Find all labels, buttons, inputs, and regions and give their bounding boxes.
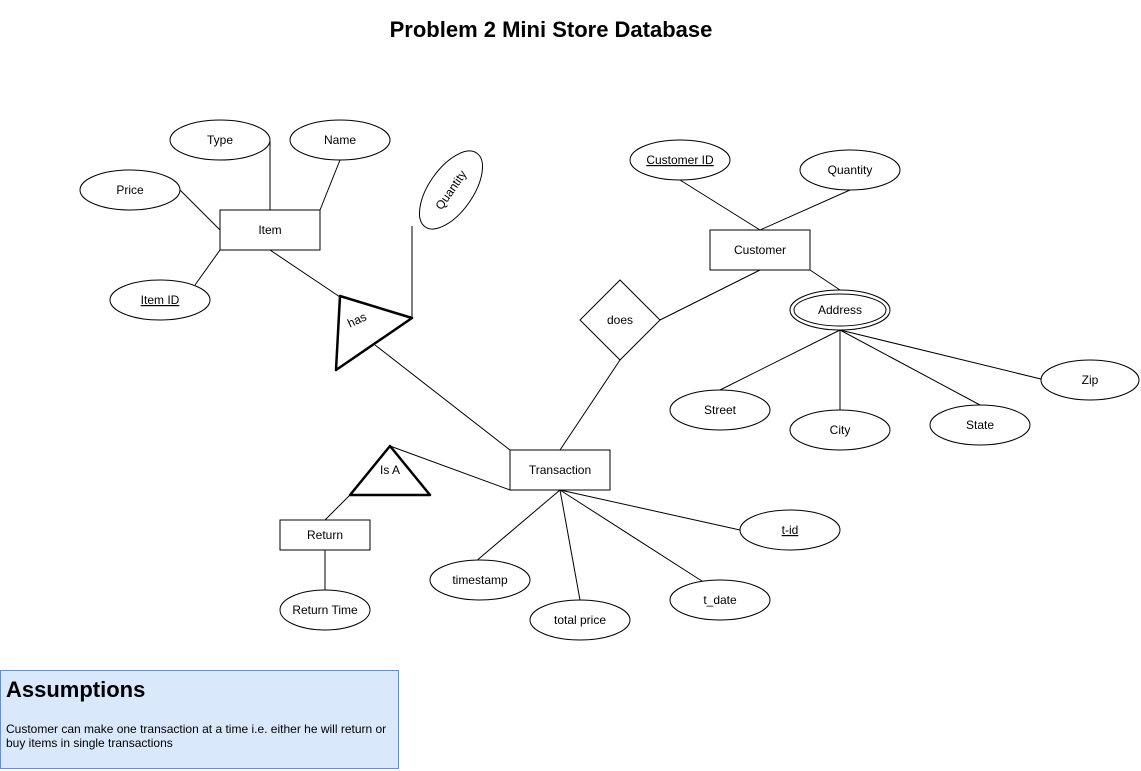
attribute-street[interactable]: Street xyxy=(669,389,771,431)
attribute-t-date-label: t_date xyxy=(703,593,737,607)
attribute-name-label: Name xyxy=(324,133,356,147)
customer-quantity-line xyxy=(759,189,851,231)
attribute-price[interactable]: Price xyxy=(79,169,181,211)
attribute-address-label: Address xyxy=(818,303,862,317)
item-itemid-line xyxy=(194,249,221,286)
attribute-t-id-label: t-id xyxy=(782,523,799,537)
attribute-timestamp-label: timestamp xyxy=(452,573,508,587)
isa-transaction-line xyxy=(389,445,511,491)
customer-id-line xyxy=(679,179,761,231)
customer-address-line xyxy=(809,269,841,291)
attribute-return-time[interactable]: Return Time xyxy=(279,589,371,631)
attribute-customer-id[interactable]: Customer ID xyxy=(629,139,731,181)
attribute-t-id[interactable]: t-id xyxy=(739,509,841,551)
address-state-line xyxy=(839,329,981,406)
entity-return[interactable]: Return xyxy=(279,519,371,551)
attribute-state[interactable]: State xyxy=(929,404,1031,446)
isa-return-line xyxy=(324,494,351,521)
does-transaction-line xyxy=(559,359,621,451)
transaction-totalprice-line xyxy=(559,489,581,601)
entity-return-label: Return xyxy=(307,528,343,542)
transaction-tid-line xyxy=(559,489,741,531)
assumptions-note[interactable]: Assumptions Customer can make one transa… xyxy=(0,670,399,769)
address-street-line xyxy=(719,329,841,391)
attribute-city-label: City xyxy=(830,423,851,437)
attribute-address[interactable]: Address xyxy=(789,289,891,331)
entity-customer[interactable]: Customer xyxy=(709,229,811,271)
relationship-has[interactable]: has xyxy=(334,294,414,372)
attribute-city[interactable]: City xyxy=(789,409,891,451)
relationship-does[interactable]: does xyxy=(579,279,661,361)
attribute-total-price-label: total price xyxy=(554,613,606,627)
item-has-line xyxy=(269,249,341,298)
attribute-type-label: Type xyxy=(207,133,233,147)
attribute-customer-id-label: Customer ID xyxy=(646,153,714,167)
has-transaction-line xyxy=(374,344,511,451)
relationship-does-label: does xyxy=(607,313,633,327)
diagram-title: Problem 2 Mini Store Database xyxy=(390,17,713,42)
attribute-item-id[interactable]: Item ID xyxy=(109,279,211,321)
attribute-price-label: Price xyxy=(116,183,144,197)
attribute-state-label: State xyxy=(966,418,994,432)
customer-does-line xyxy=(659,269,761,321)
address-zip-line xyxy=(839,329,1046,381)
transaction-tdate-line xyxy=(559,489,706,584)
attribute-return-time-label: Return Time xyxy=(292,603,358,617)
entity-customer-label: Customer xyxy=(734,243,786,257)
attribute-name[interactable]: Name xyxy=(289,119,391,161)
attribute-zip-label: Zip xyxy=(1082,373,1099,387)
entity-transaction[interactable]: Transaction xyxy=(509,449,611,491)
assumptions-heading: Assumptions xyxy=(6,677,146,702)
attribute-street-label: Street xyxy=(704,403,737,417)
entity-item[interactable]: Item xyxy=(219,209,321,251)
attribute-t-date[interactable]: t_date xyxy=(669,579,771,621)
attribute-timestamp[interactable]: timestamp xyxy=(429,559,531,601)
attribute-zip[interactable]: Zip xyxy=(1040,359,1140,401)
relationship-is-a[interactable]: Is A xyxy=(348,444,432,497)
attribute-type[interactable]: Type xyxy=(169,119,271,161)
attribute-total-price[interactable]: total price xyxy=(529,599,631,641)
attribute-has-quantity[interactable]: Quantity xyxy=(407,141,495,240)
transaction-timestamp-line xyxy=(474,489,561,563)
attribute-item-id-label: Item ID xyxy=(141,293,180,307)
assumptions-text: Customer can make one transaction at a t… xyxy=(6,722,387,750)
entity-item-label: Item xyxy=(258,223,281,237)
item-price-line xyxy=(179,189,221,231)
item-name-line xyxy=(319,159,341,211)
attribute-customer-quantity-label: Quantity xyxy=(828,163,873,177)
entity-transaction-label: Transaction xyxy=(529,463,591,477)
relationship-is-a-label: Is A xyxy=(380,463,400,477)
attribute-customer-quantity[interactable]: Quantity xyxy=(799,149,901,191)
connectors xyxy=(179,141,1046,601)
